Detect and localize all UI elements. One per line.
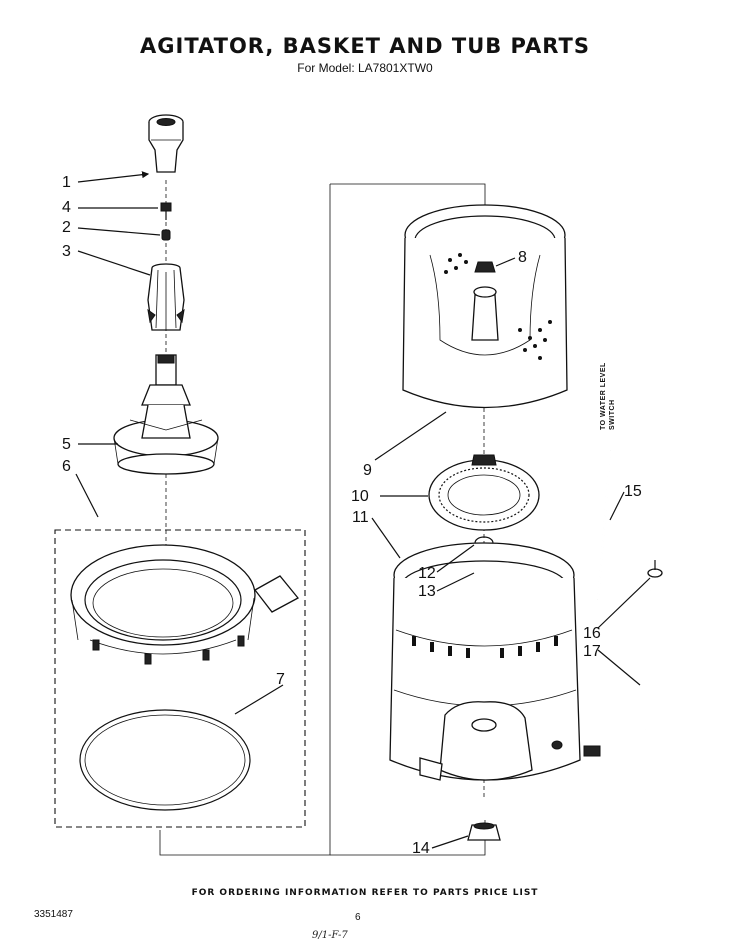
callout-16: 16 <box>583 625 601 642</box>
tub-ring-group-box <box>54 529 306 828</box>
outer-tub <box>389 542 581 781</box>
group-line-left <box>159 184 331 856</box>
callout-2: 2 <box>62 219 71 236</box>
agitator-pin <box>161 229 171 241</box>
callout-9: 9 <box>363 462 372 479</box>
callout-1: 1 <box>62 174 71 191</box>
document-number: 3351487 <box>34 909 73 920</box>
callout-11: 11 <box>352 509 369 526</box>
callout-13: 13 <box>418 583 436 600</box>
agitator-base <box>113 354 219 475</box>
callout-8: 8 <box>518 249 527 266</box>
group-line-top <box>330 183 486 205</box>
page-title: AGITATOR, BASKET AND TUB PARTS <box>140 34 590 58</box>
side-label-line2: SWITCH <box>609 399 616 430</box>
model-subtitle: For Model: LA7801XTW0 <box>297 61 433 75</box>
handwritten-note: 9/1-F-7 <box>312 930 348 941</box>
callout-14: 14 <box>412 840 430 857</box>
agitator-barrel <box>147 263 185 331</box>
ordering-info-footer: FOR ORDERING INFORMATION REFER TO PARTS … <box>191 888 539 898</box>
callout-12: 12 <box>418 565 436 582</box>
side-label-line1: TO WATER LEVEL <box>600 362 607 430</box>
drain-hose <box>583 589 653 757</box>
tub-ring-seal <box>79 709 251 811</box>
callout-17: 17 <box>583 643 601 660</box>
callout-15: 15 <box>624 483 642 500</box>
tub-ring <box>70 544 300 665</box>
callout-3: 3 <box>62 243 71 260</box>
wash-basket <box>402 204 568 409</box>
hose-clamp <box>647 560 663 578</box>
page-number: 6 <box>355 912 361 923</box>
agitator-bolt <box>160 202 172 220</box>
callout-7: 7 <box>276 671 285 688</box>
callout-6: 6 <box>62 458 71 475</box>
water-level-hose <box>597 449 611 601</box>
callout-4: 4 <box>62 199 71 216</box>
water-level-switch-label: TO WATER LEVEL SWITCH <box>600 362 616 430</box>
basket-drive-ring <box>428 454 540 531</box>
callout-5: 5 <box>62 436 71 453</box>
drive-nut <box>467 822 501 841</box>
leader-lines <box>75 171 651 849</box>
agitator-cap <box>148 114 184 173</box>
callout-10: 10 <box>351 488 369 505</box>
